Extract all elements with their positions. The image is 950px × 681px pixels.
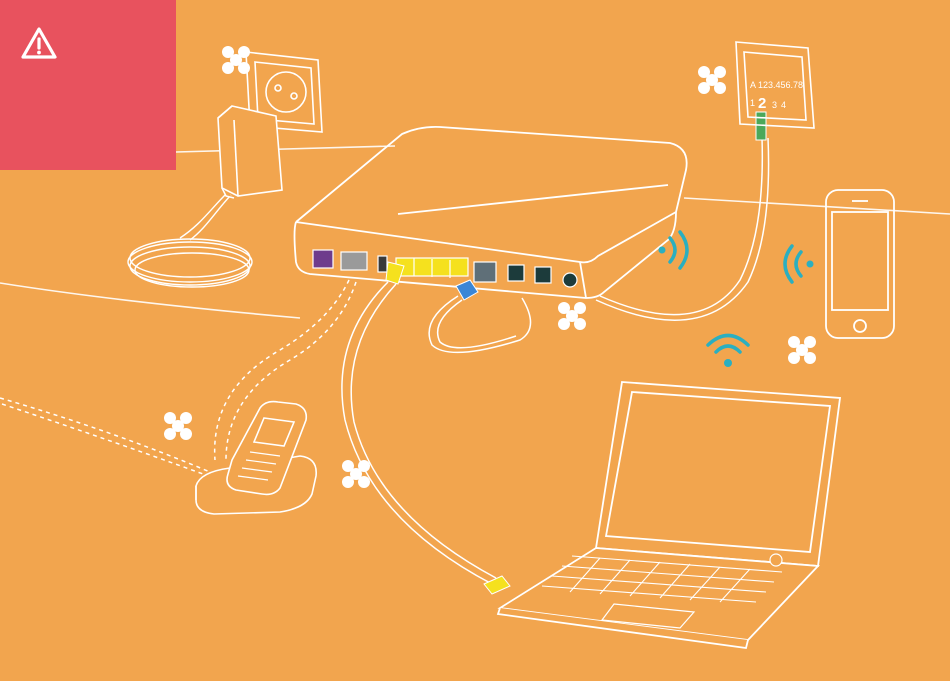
wifi-signal-icon [659, 232, 814, 367]
power-adapter [218, 106, 282, 198]
fiber-wall-socket: A 123.456.78 1 2 3 4 [736, 42, 814, 128]
cordless-phone [196, 402, 316, 514]
wifi-signal-phone [785, 246, 814, 282]
fiber-socket-line-2: 2 [758, 95, 766, 112]
fiber-port-2 [535, 267, 551, 283]
cross-mark-icon [698, 66, 726, 94]
cross-mark-icon [788, 336, 816, 364]
wifi-signal-laptop [708, 336, 748, 368]
fiber-socket-number: A 123.456.78 [750, 80, 803, 90]
usb-port [378, 256, 387, 272]
blue-plug [456, 280, 478, 300]
ethernet-plug-router [386, 262, 404, 284]
ethernet-cable [342, 282, 496, 584]
fiber-cable [596, 138, 769, 320]
smartphone [826, 190, 894, 338]
blue-cable [429, 296, 530, 352]
fiber-socket-line-3: 3 [772, 100, 777, 110]
cross-mark-icon [558, 302, 586, 330]
phone-cables [0, 280, 356, 478]
power-cable-coil [128, 194, 252, 287]
wan-port [474, 262, 496, 282]
cross-mark-icon [164, 412, 192, 440]
cross-mark-icon [342, 460, 370, 488]
wifi-signal-router [659, 232, 688, 268]
phone-port-purple [313, 250, 333, 268]
phone-port-grey [341, 252, 367, 270]
ethernet-plug-laptop [484, 576, 510, 594]
laptop [498, 382, 840, 648]
power-port [563, 273, 577, 287]
fiber-socket-line-1: 1 [750, 98, 755, 108]
fiber-port-1 [508, 265, 524, 281]
fiber-socket-line-4: 4 [781, 100, 786, 110]
